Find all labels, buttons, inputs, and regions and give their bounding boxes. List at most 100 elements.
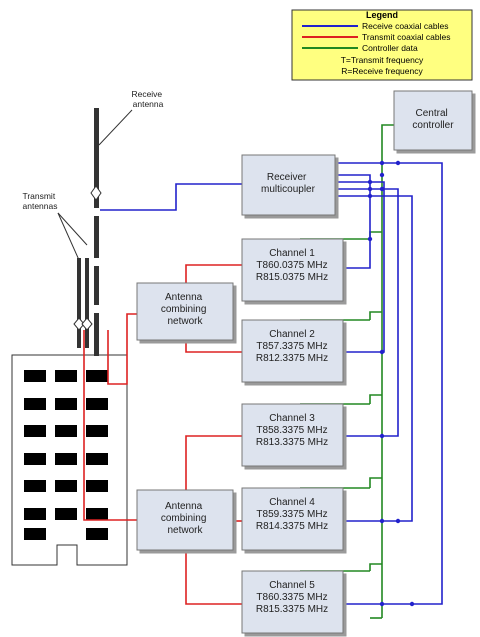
channel-box	[241, 238, 344, 302]
transmit-antenna-connector	[81, 317, 93, 331]
junction-dot	[379, 172, 385, 178]
transmit-coaxial-cables	[83, 264, 242, 605]
legend-receive-label: Receive coaxial cables	[362, 21, 448, 31]
junction-dot	[379, 160, 385, 166]
building-window	[24, 453, 46, 465]
building-window	[24, 480, 46, 492]
building-window	[55, 480, 77, 492]
building-window	[86, 398, 108, 410]
receive-coaxial-cables	[100, 162, 443, 605]
multicoupler-to-ch2	[335, 181, 385, 353]
controller-link-ch3	[369, 394, 382, 404]
channel-name: Channel 3	[269, 413, 315, 424]
building-window	[24, 398, 46, 410]
building-window	[24, 528, 46, 540]
transmit-antenna-connector	[73, 317, 85, 331]
controller-link-ch2	[369, 311, 382, 320]
channel-receive-frequency: R815.3375 MHz	[256, 604, 328, 615]
junction-dot	[379, 186, 385, 192]
receive-antenna-mast	[94, 108, 99, 356]
ch3-to-combiner2	[185, 435, 242, 490]
legend-title: Legend	[366, 10, 398, 20]
building-window	[55, 370, 77, 382]
legend-box	[291, 9, 473, 81]
mast-band	[94, 208, 99, 216]
junction-dot	[379, 349, 385, 355]
antenna-callouts: Receive antenna Transmit antennas	[22, 89, 164, 261]
transmit-antennas-pointer	[57, 212, 88, 246]
transmit-antennas-label: Transmit antennas	[22, 191, 57, 211]
receive-antenna-label: Receive antenna	[131, 89, 164, 109]
junction-dots	[367, 160, 415, 607]
legend-r-definition: R=Receive frequency	[341, 66, 423, 76]
junction-dot	[379, 518, 385, 524]
controller-link-ch4	[369, 477, 382, 488]
receive-antenna-to-multicoupler	[100, 183, 242, 211]
junction-dot	[395, 160, 401, 166]
junction-dot	[379, 433, 385, 439]
receiver-multicoupler-label: Receiver multicoupler	[261, 172, 316, 195]
junction-dot	[367, 193, 373, 199]
combiner2-box	[136, 489, 234, 551]
building-window	[24, 425, 46, 437]
channel-name: Channel 2	[269, 329, 315, 340]
building-window	[24, 508, 46, 520]
combiner2-label: Antenna combining network	[161, 501, 209, 536]
building-window	[86, 528, 108, 540]
receive-antenna-pointer	[98, 109, 133, 146]
controller-main-bus	[381, 124, 398, 618]
junction-dot	[395, 518, 401, 524]
ch5-to-combiner2	[185, 550, 242, 605]
combiner1-box	[136, 282, 234, 341]
transmit-antenna-right	[85, 258, 89, 348]
building-window	[55, 425, 77, 437]
junction-dot	[367, 236, 373, 242]
ch1-to-combiner1	[185, 264, 242, 283]
channel-transmit-frequency: T860.0375 MHz	[256, 260, 327, 271]
channel-name: Channel 4	[269, 497, 315, 508]
building-windows	[24, 370, 108, 540]
channel-transmit-frequency: T857.3375 MHz	[256, 341, 327, 352]
building-window	[86, 370, 108, 382]
combiner2-to-antenna	[83, 330, 137, 521]
antenna-masts	[73, 108, 102, 356]
transmit-antenna-left	[77, 258, 81, 348]
channel-transmit-frequency: T860.3375 MHz	[256, 592, 327, 603]
channel-name: Channel 5	[269, 580, 315, 591]
building-window	[86, 425, 108, 437]
channel-receive-frequency: R813.3375 MHz	[256, 437, 328, 448]
junction-dot	[409, 601, 415, 607]
building-window	[55, 453, 77, 465]
mast-band	[94, 258, 99, 266]
building-window	[86, 453, 108, 465]
central-controller: Central controller	[393, 90, 473, 151]
transmit-antennas-pointer	[57, 212, 80, 261]
building-window	[55, 398, 77, 410]
multicoupler-to-ch1	[335, 174, 371, 269]
mast-band	[94, 305, 99, 313]
receiver-multicoupler-box	[241, 154, 336, 216]
receive-antenna-connector	[90, 185, 102, 201]
receiver-multicoupler: Receiver multicoupler	[241, 154, 336, 216]
building	[11, 354, 128, 566]
channel-box	[241, 570, 344, 634]
combiner1-to-antenna	[107, 313, 137, 385]
channel-transmit-frequency: T859.3375 MHz	[256, 509, 327, 520]
central-controller-label: Central controller	[412, 108, 454, 131]
legend: Legend Receive coaxial cables Transmit c…	[291, 9, 473, 81]
central-controller-box	[393, 90, 473, 151]
channel-transmit-frequency: T858.3375 MHz	[256, 425, 327, 436]
multicoupler-to-ch4	[335, 195, 413, 522]
channel-box	[241, 487, 344, 551]
legend-controller-label: Controller data	[362, 43, 418, 53]
channel-name: Channel 1	[269, 248, 315, 259]
channel-receive-frequency: R812.3375 MHz	[256, 353, 328, 364]
ch2-to-combiner1	[185, 340, 242, 353]
legend-t-definition: T=Transmit frequency	[341, 55, 424, 65]
building-window	[55, 508, 77, 520]
